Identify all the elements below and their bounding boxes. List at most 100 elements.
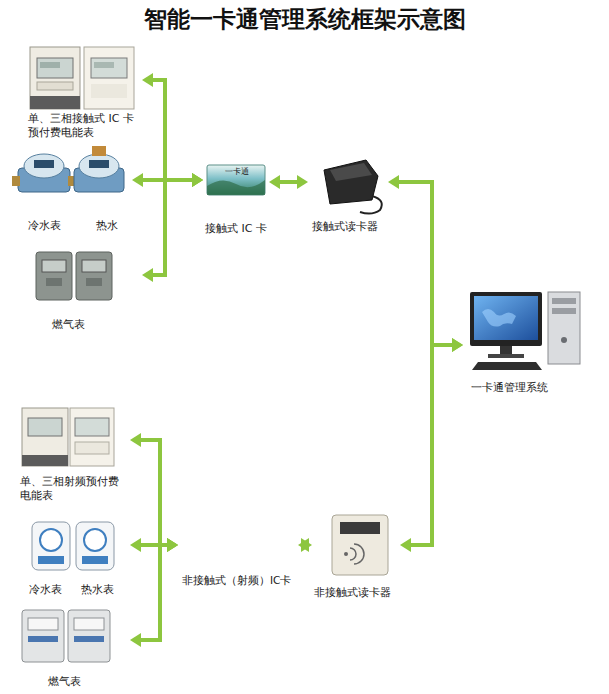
electric-meter-part	[91, 84, 127, 98]
green-arrow	[298, 538, 312, 552]
water-meter-part	[24, 154, 64, 178]
rf-reader-part	[350, 544, 364, 564]
computer-part	[548, 292, 580, 364]
rf-water-meter-part	[82, 556, 108, 564]
water-meter	[12, 146, 124, 192]
rf-gas-meter-part	[68, 610, 110, 662]
rf-water-meter-part	[84, 529, 106, 551]
connector-line	[151, 80, 194, 180]
arrow-head	[130, 433, 141, 447]
arrow-head	[132, 173, 143, 187]
arrow-head	[452, 338, 463, 352]
arrow-head	[142, 73, 153, 87]
arrow-head	[297, 175, 308, 189]
water-meter-part	[79, 154, 119, 178]
contact-reader-part	[330, 163, 372, 181]
arrow-head	[192, 173, 203, 187]
computer-part	[500, 346, 512, 354]
node-caption: 冷水表	[29, 583, 62, 597]
arrow-head	[167, 538, 178, 552]
system-node: 一卡通管理系统	[463, 285, 587, 398]
rf-water-meter	[32, 522, 114, 570]
rf-reader-part	[344, 552, 348, 556]
connector-line	[409, 345, 454, 545]
ic-card-part	[207, 180, 265, 195]
computer-part	[474, 296, 538, 340]
connector-line	[278, 180, 299, 184]
electric-meter-part	[37, 58, 73, 78]
electric-meter-part	[94, 62, 114, 68]
arrow-head	[192, 173, 203, 187]
green-arrow	[130, 538, 178, 552]
reader-node: 非接触式读卡器	[312, 510, 400, 603]
arrow-head	[192, 173, 203, 187]
meter-node: 燃气表	[30, 248, 142, 338]
connector-line	[151, 180, 194, 275]
gas-meter-part	[36, 252, 72, 300]
diagram-title: 智能一卡通管理系统框架示意图	[0, 4, 609, 35]
rf-gas-meter	[22, 610, 110, 662]
gas-meter-part	[42, 260, 66, 272]
connector-line	[139, 440, 169, 545]
arrow-head	[142, 268, 153, 282]
arrow-head	[400, 538, 411, 552]
rf-gas-meter-part	[74, 636, 104, 642]
computer	[470, 292, 580, 370]
computer-part	[561, 337, 567, 343]
rf-water-meter-part	[38, 556, 64, 564]
arrow-head	[452, 338, 463, 352]
card-node: 非接触式（射频）IC卡	[178, 528, 298, 592]
node-caption: 单、三相接触式 IC 卡预付费电能表	[28, 112, 140, 141]
node-caption: 燃气表	[52, 318, 85, 332]
contact-reader-part	[324, 160, 378, 204]
node-caption: 冷水表	[28, 219, 61, 233]
arrow-head	[130, 538, 141, 552]
rf-gas-meter-part	[74, 618, 104, 630]
meter-node: 燃气表	[18, 605, 130, 692]
green-arrow	[130, 433, 178, 552]
rf-electric-meter-part	[22, 455, 68, 466]
rf-electric-meter-part	[75, 442, 109, 454]
card-node: 一卡通接触式 IC 卡	[203, 160, 269, 240]
gas-meter-part	[82, 260, 106, 272]
connector-line	[139, 545, 169, 640]
rf-electric-meter-part	[28, 418, 62, 436]
node-caption: 接触式读卡器	[312, 220, 378, 234]
node-caption: 一卡通管理系统	[471, 381, 548, 395]
rf-water-meter-part	[32, 522, 70, 570]
electric-meter	[30, 47, 134, 109]
green-arrow	[130, 538, 178, 647]
arrow-head	[298, 538, 309, 552]
water-meter-part	[12, 176, 20, 186]
node-caption: 一卡通	[225, 167, 249, 177]
rf-gas-meter-part	[28, 618, 58, 630]
green-arrow	[142, 73, 203, 187]
rf-electric-meter-part	[75, 418, 109, 436]
gas-meter-part	[46, 278, 62, 286]
rf-reader	[332, 515, 388, 575]
water-meter-part	[34, 160, 54, 168]
arrow-head	[167, 538, 178, 552]
node-caption: 非接触式（射频）IC卡	[182, 574, 291, 588]
computer-part	[470, 292, 542, 346]
rf-water-meter-part	[76, 522, 114, 570]
arrow-head	[388, 175, 399, 189]
computer-part	[472, 362, 542, 370]
node-caption: 接触式 IC 卡	[205, 222, 267, 236]
contact-reader	[324, 160, 382, 214]
node-caption: 非接触式读卡器	[314, 586, 391, 600]
ic-card-part	[207, 165, 265, 195]
electric-meter-part	[84, 47, 134, 109]
green-arrow	[388, 175, 463, 352]
computer-part	[552, 298, 576, 304]
arrow-head	[167, 538, 178, 552]
computer-part	[482, 309, 516, 327]
node-caption: 热水	[96, 219, 118, 233]
node-caption: 单、三相射频预付费电能表	[20, 475, 128, 504]
rf-electric-meter	[22, 408, 114, 466]
rf-electric-meter-part	[70, 408, 114, 466]
electric-meter-part	[37, 82, 73, 90]
green-arrow	[269, 175, 308, 189]
node-caption: 热水表	[81, 583, 114, 597]
electric-meter-part	[30, 47, 80, 109]
